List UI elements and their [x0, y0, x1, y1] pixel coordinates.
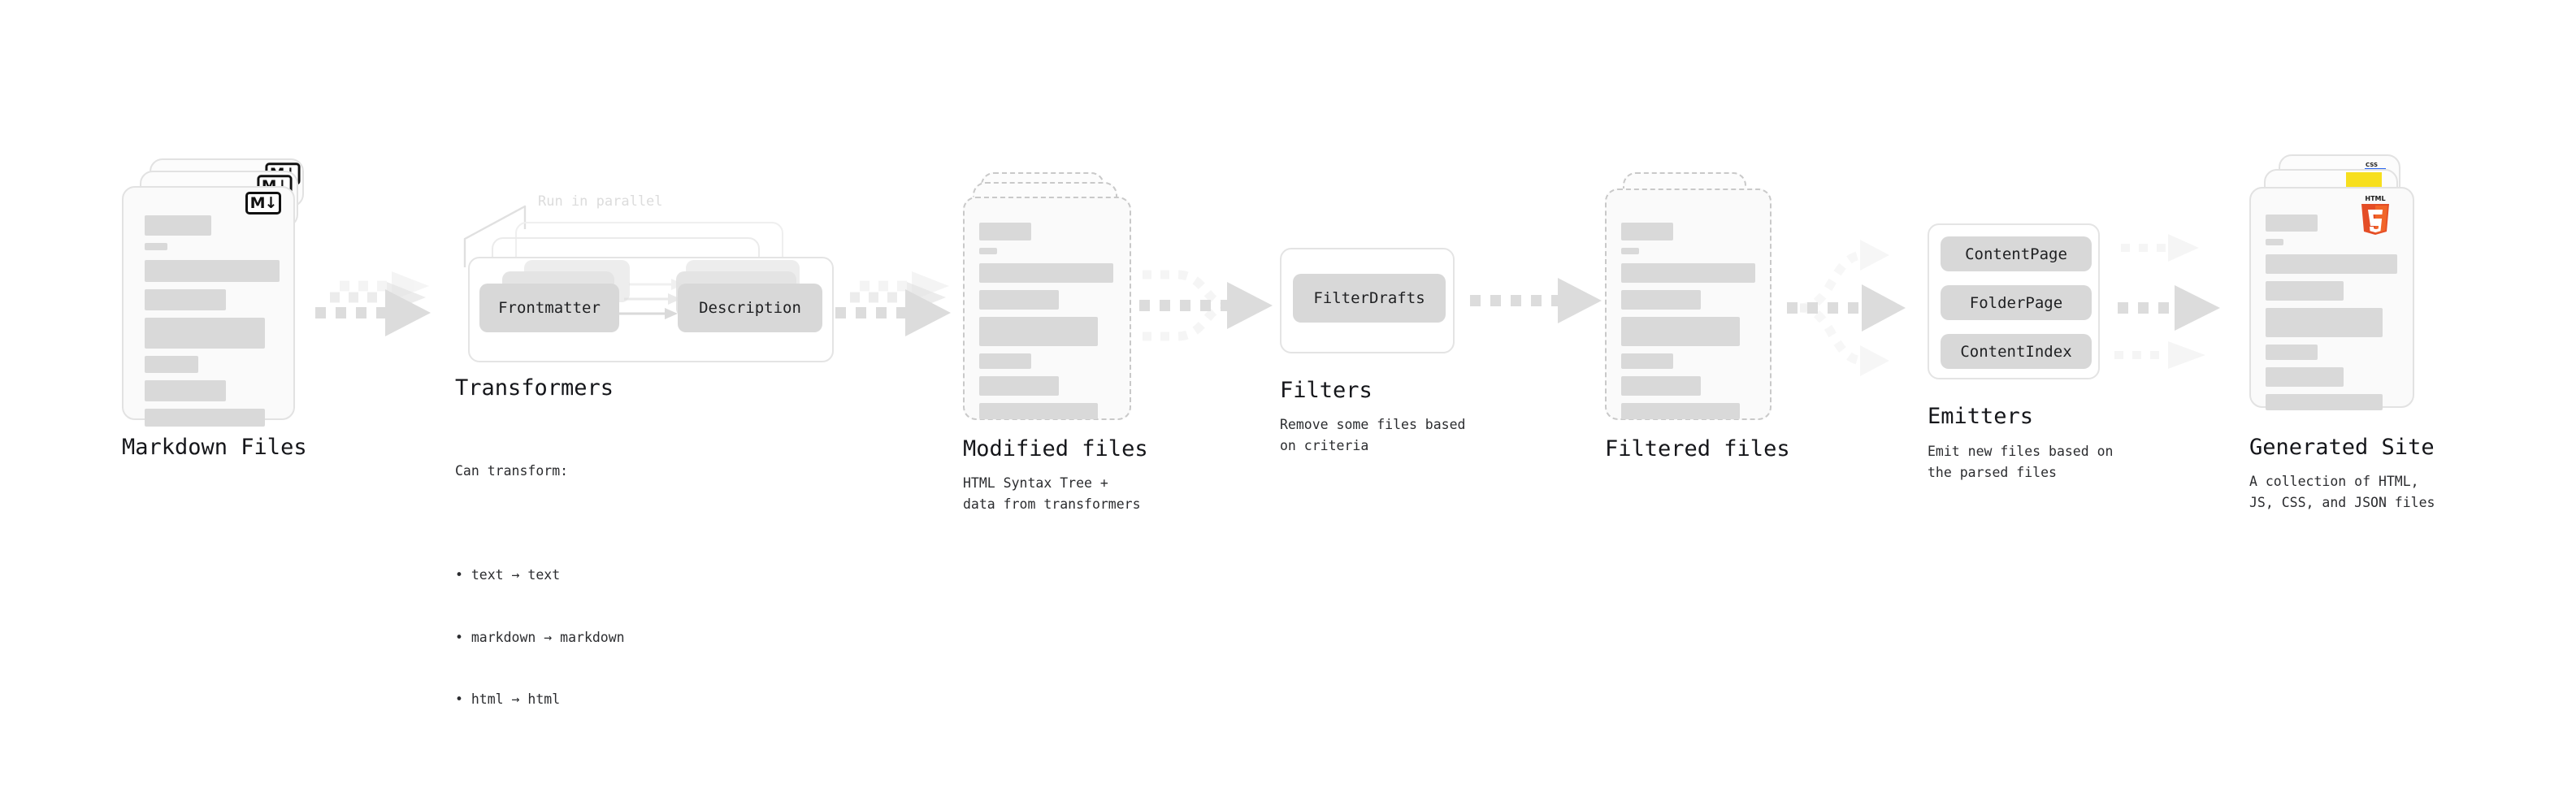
- emitters-box: ContentPage FolderPage ContentIndex: [1928, 223, 2100, 379]
- pipeline-diagram: M↓ M↓ M↓ Markdown Files: [122, 154, 2444, 707]
- connector-frontmatter-to-description: [619, 279, 684, 319]
- filtered-card-front: [1605, 188, 1772, 420]
- run-in-parallel-bracket: [463, 205, 527, 267]
- transformer-node-description[interactable]: Description: [678, 284, 822, 332]
- emitter-node-folderpage[interactable]: FolderPage: [1941, 285, 2092, 320]
- modified-card-front: [963, 197, 1131, 420]
- svg-text:HTML: HTML: [2365, 195, 2385, 202]
- connector-modified-to-filters: [1139, 270, 1273, 341]
- transformer-node-frontmatter[interactable]: Frontmatter: [479, 284, 619, 332]
- card-content-lines: [979, 223, 1113, 427]
- emitter-node-label: ContentPage: [1965, 245, 2067, 263]
- html5-icon: HTML: [2361, 195, 2389, 235]
- markdown-icon: M↓: [245, 192, 281, 214]
- stage-title-markdown-files: Markdown Files: [122, 435, 307, 460]
- filter-node-filterdrafts[interactable]: FilterDrafts: [1293, 274, 1446, 323]
- stage-subtitle-modified-files: HTML Syntax Tree + data from transformer…: [963, 475, 1141, 512]
- stage-title-filtered-files: Filtered files: [1605, 436, 1790, 462]
- stage-generated-site: CSS HTML: [2249, 154, 2444, 510]
- js-icon: [2346, 172, 2382, 188]
- stage-title-emitters: Emitters: [1928, 404, 2034, 429]
- stage-modified-files: Modified files HTML Syntax Tree + data f…: [963, 172, 1150, 512]
- card-content-lines: [1621, 223, 1755, 427]
- connector-transformers-to-modified: [835, 271, 951, 336]
- emitter-node-label: ContentIndex: [1960, 342, 2072, 361]
- filters-box: FilterDrafts: [1280, 248, 1455, 353]
- svg-text:CSS: CSS: [2366, 162, 2378, 168]
- stage-subtitle-filters: Remove some files based on criteria: [1280, 417, 1466, 453]
- stage-subtitle-generated-site: A collection of HTML, JS, CSS, and JSON …: [2249, 474, 2435, 510]
- card-content-lines: [145, 215, 280, 434]
- transformers-bullet-list: • text → text • markdown → markdown • ht…: [455, 523, 625, 752]
- filter-node-label: FilterDrafts: [1313, 289, 1425, 307]
- stage-title-transformers: Transformers: [455, 375, 614, 401]
- stage-markdown-files: M↓ M↓ M↓ Markdown Files: [122, 158, 309, 460]
- filtered-card-stack: [1605, 172, 1792, 440]
- generated-card-stack: CSS HTML: [2249, 154, 2444, 431]
- transformer-node-label: Description: [699, 299, 801, 317]
- card-content-lines: [2266, 214, 2397, 418]
- transformers-can-transform-label: Can transform:: [455, 463, 569, 479]
- stage-title-generated-site: Generated Site: [2249, 435, 2435, 460]
- stage-subtitle-emitters: Emit new files based on the parsed files: [1928, 444, 2114, 480]
- connector-emitters-to-site: [2114, 234, 2220, 369]
- emitter-node-contentindex[interactable]: ContentIndex: [1941, 334, 2092, 369]
- markdown-card-stack: M↓ M↓ M↓: [122, 158, 309, 427]
- stage-title-modified-files: Modified files: [963, 436, 1148, 462]
- connector-filters-to-filtered: [1470, 278, 1602, 323]
- list-item: • html → html: [455, 691, 561, 708]
- stage-filtered-files: Filtered files: [1605, 172, 1792, 462]
- list-item: • markdown → markdown: [455, 629, 625, 645]
- emitter-node-label: FolderPage: [1969, 293, 2063, 312]
- connector-filtered-to-emitters: [1787, 240, 1906, 376]
- connector-md-to-transformers: [315, 271, 431, 336]
- emitter-node-contentpage[interactable]: ContentPage: [1941, 236, 2092, 271]
- modified-card-stack: [963, 172, 1150, 440]
- transformer-node-label: Frontmatter: [498, 299, 601, 317]
- run-in-parallel-label: Run in parallel: [538, 193, 663, 210]
- stage-subtitle-transformers: Can transform: • text → text • markdown …: [455, 419, 625, 793]
- markdown-card-front: [122, 186, 295, 427]
- stage-title-filters: Filters: [1280, 378, 1373, 403]
- list-item: • text → text: [455, 566, 561, 583]
